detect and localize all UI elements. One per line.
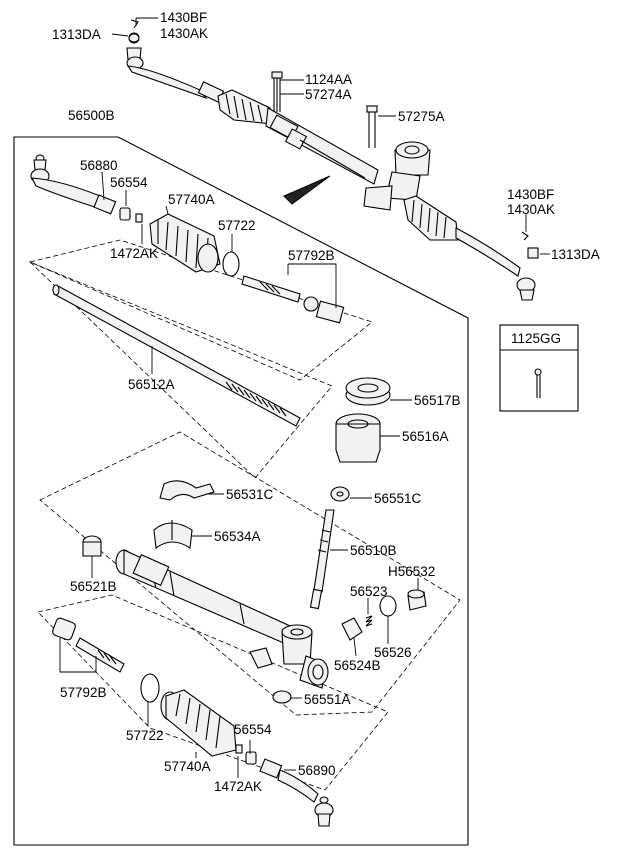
yoke-plug-H56532: [407, 589, 427, 611]
rack-group-outline: [29, 261, 333, 479]
rack-bar-56512A: [52, 284, 301, 427]
cotter-pin-top: [130, 19, 139, 29]
clamp-57722-bottom: [140, 673, 160, 703]
bearing-56551C-bore: [336, 491, 344, 497]
jam-nut-56554-top: [119, 207, 131, 221]
pinion-shaft-56510B: [309, 509, 335, 610]
support-yoke-56516A: [335, 413, 381, 463]
label-57274A: 57274A: [305, 87, 352, 102]
bushing-56534A: [153, 520, 193, 550]
label-1313DA-top: 1313DA: [52, 27, 101, 42]
housing-group-outline: [39, 431, 461, 716]
label-57740A-bottom: 57740A: [164, 759, 211, 774]
lock-ring-56526: [379, 595, 397, 617]
label-1430AK-top: 1430AK: [160, 26, 208, 41]
label-1472AK-top: 1472AK: [110, 246, 158, 261]
label-56531C: 56531C: [226, 487, 274, 502]
assembly-frame: [13, 136, 469, 846]
part-box-1125GG: [499, 324, 579, 412]
label-1430BF-right: 1430BF: [507, 187, 554, 202]
label-56521B: 56521B: [70, 579, 117, 594]
label-56524B: 56524B: [334, 658, 381, 673]
castle-nut-right: [527, 247, 539, 259]
label-56523: 56523: [350, 584, 388, 599]
label-57275A: 57275A: [398, 109, 445, 124]
tie-rod-group-outline-top: [28, 239, 373, 381]
rack-housing: [115, 549, 329, 689]
label-56510B: 56510B: [350, 543, 397, 558]
bearing-56551C: [330, 486, 350, 502]
bolt-1124AA: [271, 71, 283, 112]
label-1313DA-right: 1313DA: [551, 247, 600, 262]
label-56517B: 56517B: [414, 393, 461, 408]
label-56500B: 56500B: [68, 108, 115, 123]
label-H56532: H56532: [388, 564, 435, 579]
label-1430BF-top: 1430BF: [160, 10, 207, 25]
washer-1472AK-top: [135, 213, 143, 223]
label-56551C: 56551C: [374, 491, 422, 506]
label-1125GG: 1125GG: [511, 331, 561, 346]
label-56880: 56880: [80, 158, 118, 173]
label-56512A: 56512A: [128, 377, 175, 392]
label-1430AK-right: 1430AK: [507, 202, 555, 217]
spring-56523: [365, 615, 373, 627]
label-57722-top: 57722: [218, 218, 256, 233]
label-56554-top: 56554: [110, 175, 148, 190]
leader-lines: [59, 17, 550, 778]
boot-57740A-top: [149, 213, 221, 273]
label-56890: 56890: [298, 763, 336, 778]
label-57722-bottom: 57722: [126, 728, 164, 743]
label-57792B-bottom: 57792B: [60, 685, 107, 700]
bolt-1125GG-icon: [534, 368, 542, 398]
label-1124AA: 1124AA: [305, 72, 352, 87]
castle-nut-top: [128, 33, 140, 43]
label-57740A-top: 57740A: [168, 192, 215, 207]
part-number-labels: 1430BF 1430AK 1313DA 1124AA 57274A 57275…: [52, 10, 600, 794]
inner-tie-rod-57792B-bottom: [52, 617, 125, 673]
yoke-56524B: [341, 617, 363, 641]
washer-1472AK-bottom: [235, 744, 243, 754]
label-56516A: 56516A: [402, 429, 449, 444]
boot-57740A-bottom: [160, 689, 237, 757]
label-56554-bottom: 56554: [234, 722, 272, 737]
mounting-bracket-56531C: [159, 480, 215, 501]
label-56534A: 56534A: [214, 529, 261, 544]
yoke-plug-56517B: [345, 377, 391, 406]
label-1472AK-bottom: 1472AK: [214, 779, 262, 794]
tie-rod-end-56890: [259, 758, 334, 827]
bearing-56551A: [272, 690, 292, 704]
tie-rod-group-outline-bottom: [37, 594, 389, 791]
bolt-57275A: [366, 105, 378, 148]
tie-rod-end-56880: [30, 154, 117, 215]
cotter-pin-right: [521, 231, 529, 241]
inner-tie-rod-57792B-top: [241, 275, 345, 324]
seal-56521B: [82, 535, 102, 557]
jam-nut-56554-bottom: [245, 751, 257, 765]
label-56551A: 56551A: [304, 692, 351, 707]
complete-steering-gear-assembly: [126, 32, 536, 301]
label-56526: 56526: [374, 645, 412, 660]
label-57792B-top: 57792B: [288, 248, 335, 263]
clamp-57722-top: [222, 251, 240, 277]
